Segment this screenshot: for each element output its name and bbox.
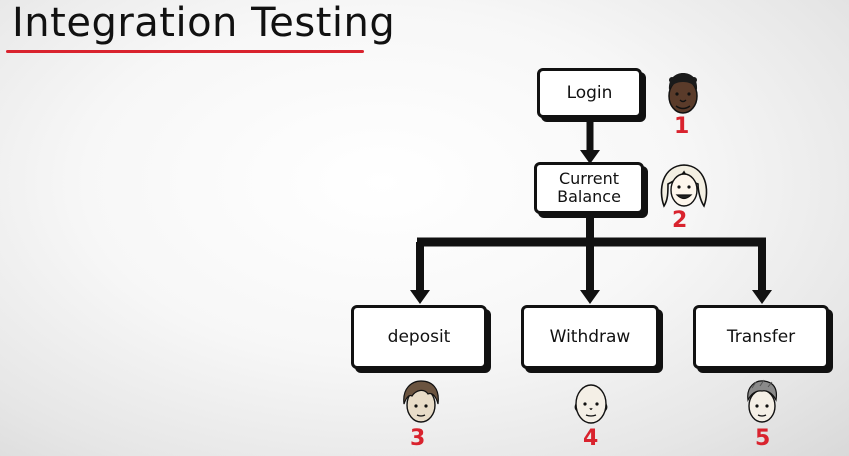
person-face-icon (660, 164, 708, 208)
person-face-icon (574, 384, 608, 424)
test-order-number: 3 (410, 426, 426, 451)
node-transfer-label: Transfer (726, 326, 796, 347)
arrowhead (580, 150, 600, 164)
node-transfer: Transfer (693, 305, 829, 369)
node-deposit-label: deposit (387, 326, 451, 347)
node-current-balance: Current Balance (534, 162, 644, 214)
test-order-number: 5 (755, 426, 771, 451)
test-order-number: 4 (583, 426, 599, 451)
node-withdraw-label: Withdraw (549, 326, 631, 347)
arrowhead (410, 290, 430, 304)
title-underline (6, 50, 364, 53)
node-login-label: Login (566, 82, 613, 103)
node-login: Login (537, 68, 642, 118)
node-current-balance-line1: Current (558, 169, 620, 189)
page-title: Integration Testing (12, 0, 396, 46)
person-face-icon (747, 379, 778, 423)
arrowhead (752, 290, 772, 304)
arrowhead (580, 290, 600, 304)
node-withdraw: Withdraw (521, 305, 659, 369)
node-current-balance-line2: Balance (557, 187, 621, 206)
test-order-number: 2 (672, 208, 688, 233)
person-face-icon (403, 380, 439, 423)
test-order-number: 1 (674, 114, 690, 139)
node-deposit: deposit (351, 305, 487, 369)
person-face-icon (668, 73, 698, 114)
